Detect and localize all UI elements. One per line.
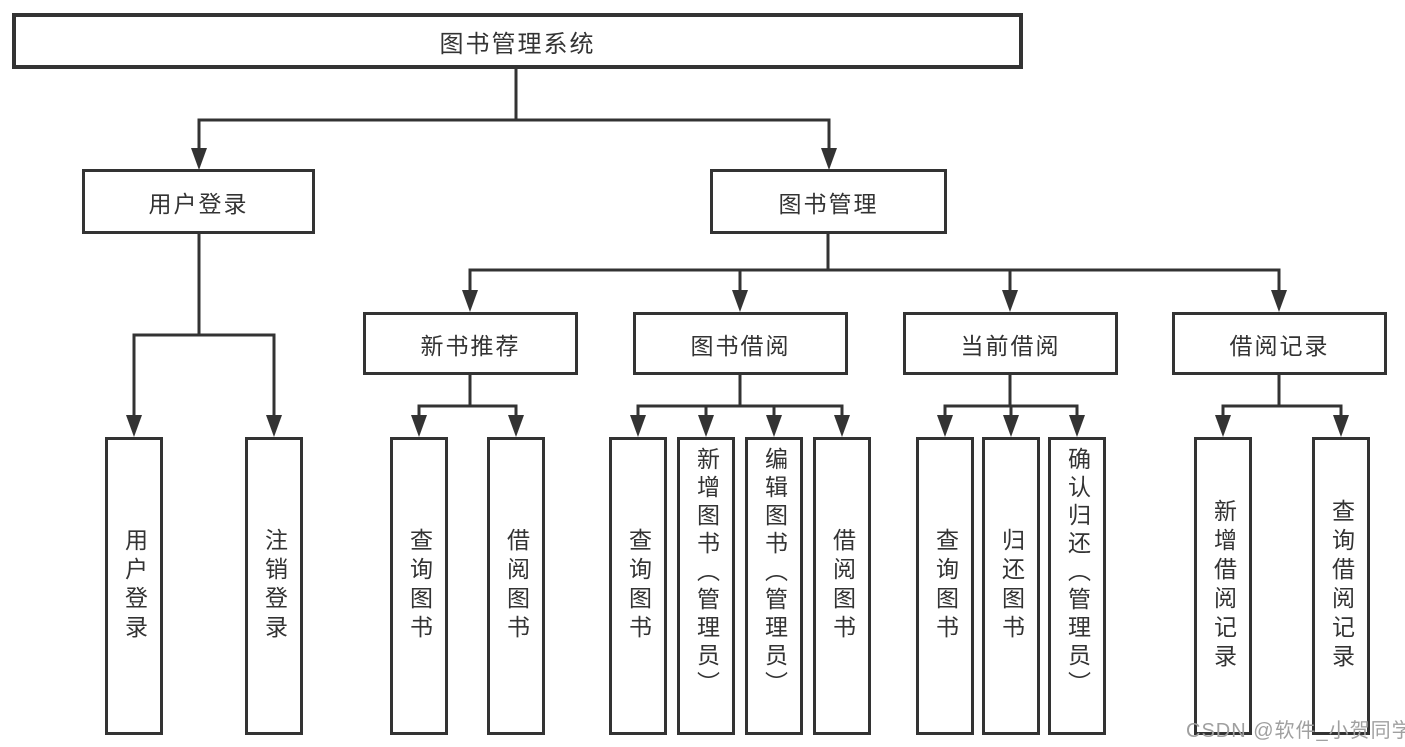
leaf-user-login-label: 用户登录 <box>121 528 148 644</box>
node-borrowing-records: 借阅记录 <box>1172 312 1387 375</box>
leaf-edit-books-admin-label: 编辑图书（管理员） <box>761 447 788 699</box>
node-new-book-recommend: 新书推荐 <box>363 312 578 375</box>
node-user-login: 用户登录 <box>82 169 315 234</box>
node-user-login-label: 用户登录 <box>148 190 249 217</box>
leaf-borrow-books-recommend-label: 借阅图书 <box>503 528 530 644</box>
node-root-label: 图书管理系统 <box>439 30 596 58</box>
leaf-add-books-admin-label: 新增图书（管理员） <box>693 447 720 699</box>
leaf-query-books-current-label: 查询图书 <box>932 528 959 644</box>
node-book-borrowing: 图书借阅 <box>633 312 848 375</box>
leaf-confirm-return-admin: 确认归还（管理员） <box>1048 437 1106 735</box>
node-book-management-label: 图书管理 <box>778 190 879 217</box>
node-borrowing-records-label: 借阅记录 <box>1229 332 1330 359</box>
leaf-query-books-borrowing-label: 查询图书 <box>625 528 652 644</box>
node-book-borrowing-label: 图书借阅 <box>690 332 791 359</box>
leaf-query-books-recommend: 查询图书 <box>390 437 448 735</box>
node-new-book-recommend-label: 新书推荐 <box>420 332 521 359</box>
leaf-query-books-borrowing: 查询图书 <box>609 437 667 735</box>
leaf-borrow-books-borrowing: 借阅图书 <box>813 437 871 735</box>
node-current-borrowing-label: 当前借阅 <box>960 332 1061 359</box>
leaf-query-borrow-record-label: 查询借阅记录 <box>1328 499 1355 673</box>
leaf-add-borrow-record-label: 新增借阅记录 <box>1210 499 1237 673</box>
leaf-confirm-return-admin-label: 确认归还（管理员） <box>1064 447 1091 699</box>
leaf-query-books-recommend-label: 查询图书 <box>406 528 433 644</box>
leaf-query-books-current: 查询图书 <box>916 437 974 735</box>
node-current-borrowing: 当前借阅 <box>903 312 1118 375</box>
leaf-add-borrow-record: 新增借阅记录 <box>1194 437 1252 735</box>
csdn-watermark: CSDN @软件_小贺同学 <box>1186 720 1405 742</box>
leaf-return-books: 归还图书 <box>982 437 1040 735</box>
node-root: 图书管理系统 <box>12 13 1023 69</box>
leaf-user-login: 用户登录 <box>105 437 163 735</box>
leaf-return-books-label: 归还图书 <box>998 528 1025 644</box>
leaf-borrow-books-recommend: 借阅图书 <box>487 437 545 735</box>
arrowheads <box>126 148 1349 437</box>
leaf-add-books-admin: 新增图书（管理员） <box>677 437 735 735</box>
leaf-query-borrow-record: 查询借阅记录 <box>1312 437 1370 735</box>
leaf-logout-label: 注销登录 <box>261 528 288 644</box>
leaf-borrow-books-borrowing-label: 借阅图书 <box>829 528 856 644</box>
leaf-edit-books-admin: 编辑图书（管理员） <box>745 437 803 735</box>
node-book-management: 图书管理 <box>710 169 947 234</box>
leaf-logout: 注销登录 <box>245 437 303 735</box>
